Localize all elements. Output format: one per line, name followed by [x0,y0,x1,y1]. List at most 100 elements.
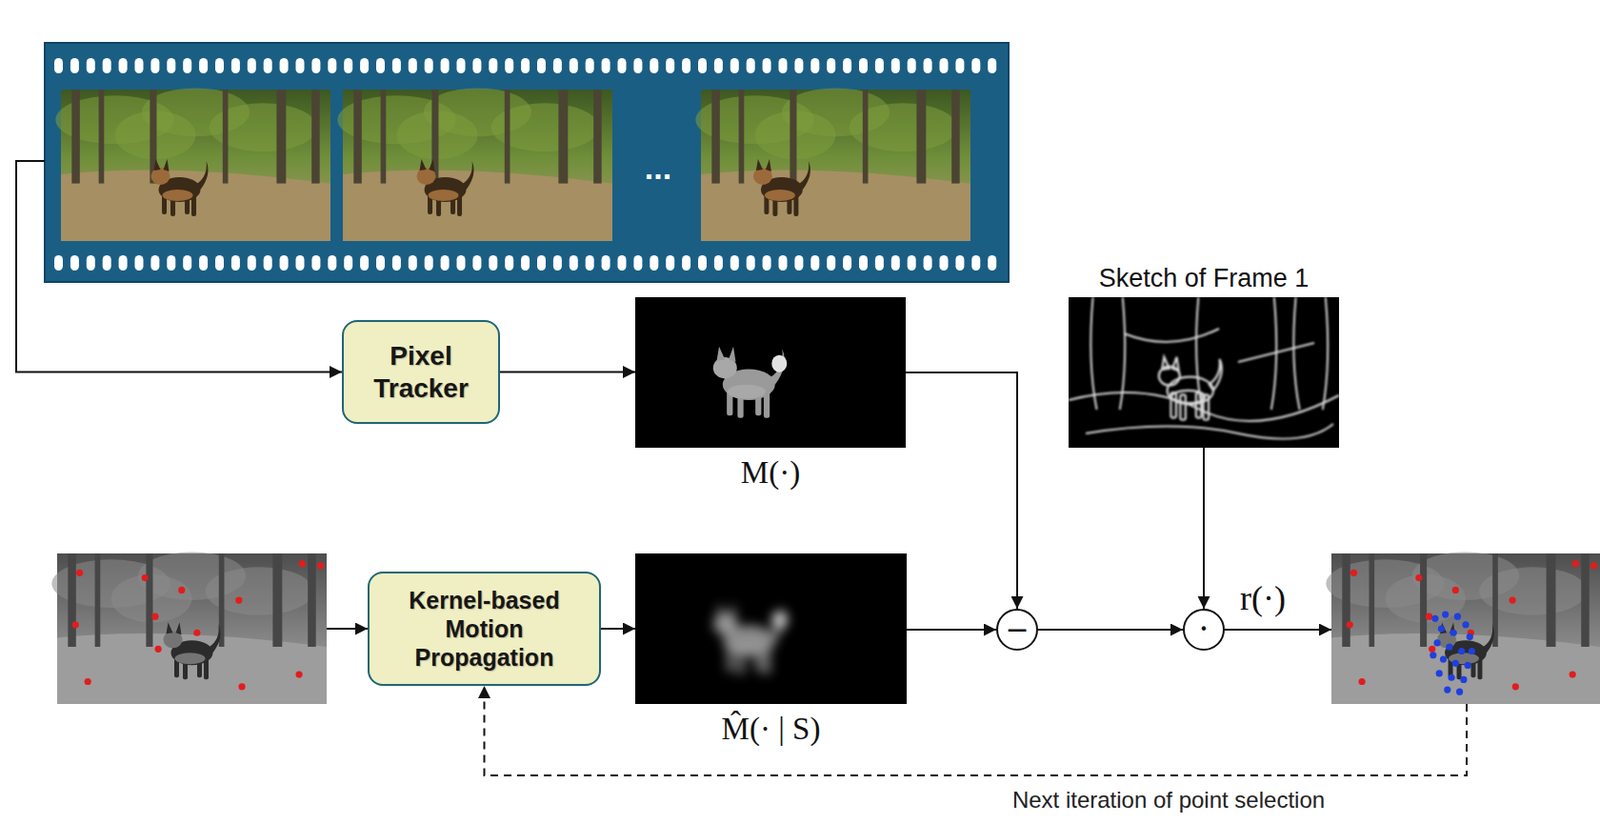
forest-photo [55,87,331,241]
dog [713,602,785,675]
tree-trunk [276,89,286,184]
sprocket-hole [779,255,788,271]
sprocket-hole [327,255,337,271]
tree-trunk [558,89,568,184]
sprocket-hole [585,255,595,271]
sprocket-hole [649,255,659,271]
dog-belly [1171,390,1205,403]
selected-point [1358,678,1365,685]
sprocket-hole [231,58,240,74]
selected-point [1569,670,1577,678]
mask-image: M(·) [635,297,906,448]
sprocket-hole [730,255,740,271]
sprocket-hole [360,255,369,271]
selected-point [72,620,80,628]
tree-trunk [862,89,869,184]
dog-ears [420,159,436,172]
edge-sketch [1068,297,1340,440]
dog [1159,357,1222,420]
process-box: Kernel-based Motion Propagation [367,571,601,686]
sprocket-hole [859,58,868,74]
tree-trunk [1368,553,1375,647]
sprocket-hole [343,58,353,74]
dog-leg [1196,392,1202,418]
forest-photo [1325,551,1600,704]
node-label: • [1200,622,1209,638]
edge-label: Next iteration of point selection [1012,786,1325,814]
sprocket-hole [296,58,305,74]
selected-point [1350,569,1358,577]
selected-point [1452,586,1460,594]
selected-point [1590,561,1598,569]
selected-point [178,586,185,594]
sprocket-hole [70,255,80,271]
dog-tail [1482,623,1495,653]
dog-leg [1180,394,1186,420]
sprocket-hole [810,255,820,271]
sprocket-hole [923,255,933,271]
dog-body [1167,377,1214,405]
new-point [1460,676,1467,683]
sprocket-hole [520,255,530,271]
sprocket-hole [472,255,481,271]
sprocket-hole [408,58,418,74]
subtract-operator: − [996,608,1039,651]
new-point [1436,669,1443,677]
dog-belly [175,652,206,664]
sprocket-hole [940,255,949,271]
dog-tail [209,623,221,653]
sprocket-hole [987,255,997,271]
sprocket-hole [891,255,900,271]
dog-belly [162,189,194,201]
sprocket-hole [135,58,144,74]
process-box: Pixel Tracker [341,320,500,424]
sprocket-hole [360,58,369,74]
tree-trunk [145,553,153,647]
new-point-group [1429,610,1476,695]
dog-ears [756,159,772,172]
sprocket-hole [166,58,176,74]
sprocket-hole [504,255,514,271]
tree-trunk [739,89,745,184]
tree-trunk [307,553,316,647]
tree-trunk [789,89,797,184]
new-point [1454,613,1461,620]
sprocket-hole [746,58,756,74]
new-point [1431,615,1439,622]
sprocket-hole [150,58,160,74]
dog-belly [727,640,766,656]
sketch-line [1068,392,1340,421]
flow-arrow [905,372,1018,609]
new-point [1440,655,1447,662]
sprocket-hole [457,255,466,271]
forest-photo [337,87,613,241]
node-label: − [1004,615,1029,644]
sprocket-hole [569,58,579,74]
sprocket-hole [440,58,450,74]
selected-point-group [72,560,324,690]
sprocket-hole [311,255,320,271]
tree-trunk [711,89,720,184]
selected-point [84,678,92,685]
sprocket-hole [665,255,675,271]
mask-highlight [771,355,787,373]
sprocket-hole [86,255,96,271]
flow-arrow [326,627,368,630]
selected-point [238,682,245,690]
sprocket-hole [940,58,949,74]
sketch-background [1068,297,1340,448]
tree-trunk [272,553,282,647]
motion-mask [713,346,788,419]
dog-tail [1209,359,1222,391]
dog-belly [764,189,796,201]
selected-point [193,629,200,637]
sprocket-hole [875,255,884,271]
dog-ears [154,159,170,172]
sprocket-hole [247,58,257,74]
edge-label: r(·) [1240,578,1286,619]
selected-point [1512,682,1520,690]
sprocket-hole [182,58,192,74]
sprocket-hole [54,58,63,74]
new-point [1438,624,1445,632]
dog-tail [799,160,811,190]
